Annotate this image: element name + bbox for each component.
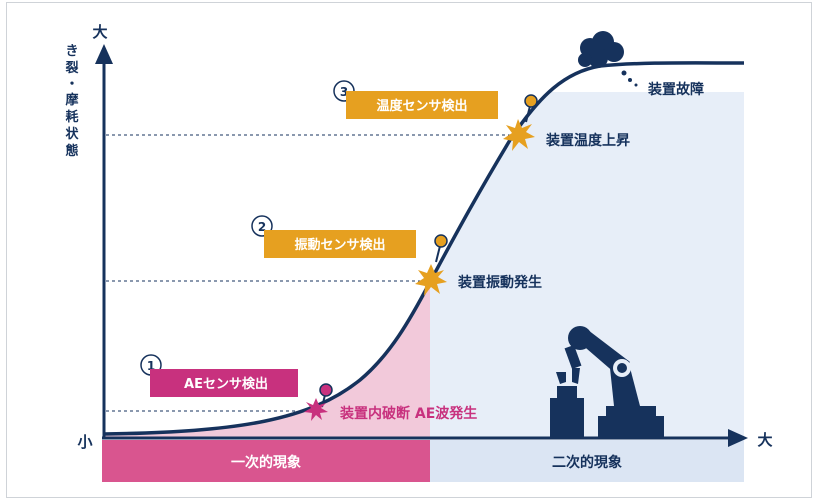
- svg-text:き: き: [65, 44, 78, 59]
- frame-border: [6, 2, 812, 498]
- svg-text:・: ・: [65, 77, 78, 92]
- svg-text:状: 状: [65, 126, 79, 142]
- svg-text:摩: 摩: [65, 92, 79, 108]
- smoke-icon: [578, 31, 638, 87]
- y-axis-arrow: [95, 44, 113, 64]
- secondary-mask: [430, 62, 744, 283]
- ae-event-label: 装置内破断 AE波発生: [339, 405, 477, 422]
- sensor-1-label-box: [150, 369, 298, 397]
- sensor-2-label-box: [264, 230, 416, 258]
- robot-arm-icon: [550, 326, 664, 438]
- x-axis-arrow: [728, 429, 748, 447]
- svg-text:耗: 耗: [65, 109, 78, 125]
- primary-region: [104, 282, 430, 438]
- y-axis-max-label: 大: [92, 23, 107, 41]
- sensor-3-number: 3: [340, 85, 348, 99]
- sensor-1-label: AEセンサ検出: [184, 376, 268, 392]
- secondary-phase-band: [430, 440, 744, 482]
- sensor-2-callout: 2 振動センサ検出: [251, 215, 416, 258]
- vibration-burst-icon: [415, 264, 447, 296]
- primary-phase-band: [102, 440, 430, 482]
- temperature-event-label: 装置温度上昇: [545, 132, 630, 149]
- sensor-3-label: 温度センサ検出: [376, 98, 467, 114]
- ae-burst-icon: [304, 398, 328, 421]
- temperature-sensor-pin-icon: [524, 94, 538, 123]
- progression-curve: [103, 61, 745, 436]
- temperature-burst-icon: [503, 119, 535, 151]
- sensor-1-callout: 1 AEセンサ検出: [140, 354, 298, 397]
- sensor-3-label-box: [346, 91, 498, 119]
- vibration-sensor-pin-icon: [434, 234, 448, 263]
- x-axis-max-label: 大: [757, 431, 772, 449]
- svg-text:態: 態: [65, 143, 78, 159]
- sensor-3-callout: 3 温度センサ検出: [333, 80, 498, 119]
- sensor-2-number: 2: [258, 220, 266, 234]
- y-axis-title: き 裂 ・ 摩 耗 状 態: [64, 44, 79, 159]
- primary-phase-label: 一次的現象: [231, 454, 301, 471]
- y-axis-min-label: 小: [77, 433, 92, 451]
- failure-event-label: 装置故障: [647, 81, 704, 98]
- secondary-phase-label: 二次的現象: [552, 454, 622, 471]
- svg-text:裂: 裂: [64, 60, 79, 76]
- vibration-event-label: 装置振動発生: [457, 274, 542, 291]
- sensor-2-label: 振動センサ検出: [294, 237, 385, 253]
- sensor-1-number: 1: [147, 359, 155, 373]
